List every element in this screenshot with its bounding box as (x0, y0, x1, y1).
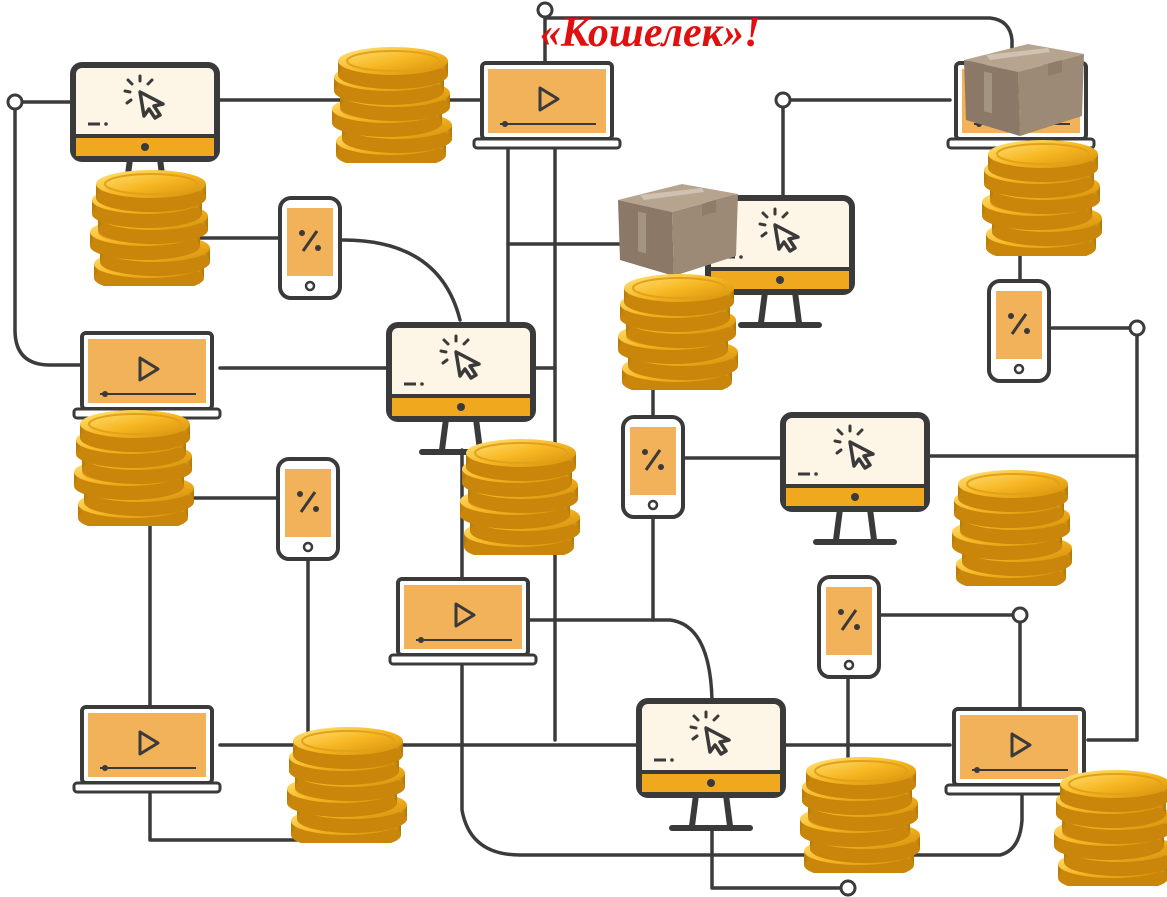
coin-stack-icon (287, 727, 407, 849)
coin-stack-icon (332, 47, 452, 169)
monitor-cursor-icon (783, 415, 927, 542)
phone-percent-icon (817, 575, 881, 679)
laptop-play-icon (72, 331, 222, 420)
laptop-play-icon (472, 61, 622, 150)
terminal-nodes (6, 1, 1146, 897)
coin-stack-icon (982, 140, 1102, 262)
laptop-play-icon (388, 577, 538, 666)
monitor-cursor-icon (639, 701, 783, 828)
coin-stack-icon (952, 470, 1072, 592)
monitor-cursor-icon (389, 325, 533, 452)
coin-stack-icon (800, 757, 920, 879)
coin-stack-icon (74, 410, 194, 532)
phone-percent-icon (276, 457, 340, 561)
coin-stack-icon (460, 439, 580, 561)
phone-percent-icon (621, 415, 685, 519)
coin-stack-icon (90, 170, 210, 292)
coin-stack-icon (618, 274, 738, 396)
phone-percent-icon (278, 196, 342, 300)
page-title: «Кошелек»! (540, 10, 761, 56)
coin-stack-icon (1054, 770, 1167, 892)
laptop-play-icon (72, 705, 222, 794)
phone-percent-icon (987, 279, 1051, 383)
